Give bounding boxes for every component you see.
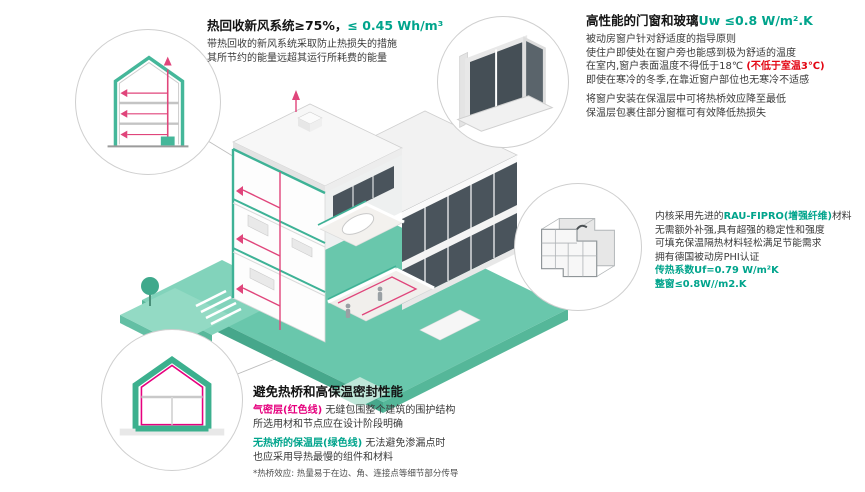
tree-canopy: [141, 277, 159, 295]
ventilation-ducts: [242, 172, 281, 330]
insulation-layer-green: [132, 355, 212, 429]
foundation: [119, 428, 225, 436]
envelope-line-1: 气密层(红色线) 无缝包围整个建筑的围护结构: [253, 404, 458, 418]
profile-uw-value: 整窗≤0.8W//m2.K: [655, 278, 747, 290]
callout-circle-window: [437, 16, 569, 148]
tower-window-mullions: [352, 176, 374, 208]
callout-circle-ventilation: [75, 29, 221, 175]
thermal-bridge-footnote: *热桥效应: 热量易于在边、角、连接点等细节部分传导: [253, 469, 459, 479]
airtight-layer-magenta: [140, 364, 204, 426]
glazing-return: [523, 36, 546, 108]
bathroom-cut-walls: [317, 202, 405, 230]
envelope-line-3-text: 无法避免渗漏点时: [362, 438, 446, 449]
envelope-line-3: 无热桥的保温层(绿色线) 无法避免渗漏点时: [253, 437, 458, 451]
window-line-2: 使住户即使处在窗户旁也能感到极为舒适的温度: [586, 47, 796, 59]
tower-window-band: [333, 166, 394, 218]
profile-chambers: [541, 229, 597, 277]
glazed-facade: [402, 155, 517, 304]
facade-base-band: [402, 247, 517, 310]
bathtub: [341, 213, 375, 235]
ventilation-line-1: 带热回收的新风系统采取防止热损失的措施: [207, 39, 397, 50]
tower-roof-fascia-right: [325, 148, 402, 193]
facade-mullions: [424, 167, 495, 292]
section-duct-branches: [127, 92, 168, 136]
frame-profile-drawing: [540, 217, 615, 278]
roof-vent-side: [298, 118, 310, 132]
window-line-3: 在室内,窗户表面温度不得低于18℃ (不低于室温3℃): [586, 60, 825, 74]
ventilation-line-2: 其所节约的能量远超其运行所耗费的能量: [207, 52, 387, 64]
floor-slab-insulation: [232, 198, 326, 293]
profile-line-1a: 内核采用先进的: [655, 211, 724, 222]
window-text-block: 高性能的门窗和玻璃Uw ≤0.8 W/m².K 被动房窗户针对舒适度的指导原则 …: [586, 13, 825, 120]
envelope-title: 避免热桥和高保温密封性能: [253, 384, 404, 399]
heat-recovery-unit: [160, 136, 175, 146]
window-title-value: Uw ≤0.8 W/m².K: [698, 13, 813, 28]
facade-floor-band: [402, 205, 517, 270]
window-line-6: 保温层包裹住部分窗框可有效降低热损失: [586, 107, 766, 119]
house-illustration: [231, 90, 518, 343]
platform-edge-right: [383, 309, 568, 413]
facade-parapet-band: [402, 155, 517, 219]
floor-slab-lines: [232, 202, 326, 297]
ventilation-title-value: ≤ 0.45 Wh/m³: [347, 18, 444, 33]
groundfloor-duct-loop: [337, 276, 418, 316]
ventilation-title: 热回收新风系统≥75%，≤ 0.45 Wh/m³: [207, 18, 443, 34]
insulation-cut-edges: [231, 147, 326, 298]
platform-edge-left: [193, 309, 383, 413]
window-title-main: 高性能的门窗和玻璃: [586, 13, 699, 28]
window-line-5: 将窗户安装在保温层中可将热桥效应降至最低: [586, 94, 786, 105]
terrace-lower: [120, 288, 232, 344]
section-airflow-arrows: [120, 56, 172, 139]
profile-text-block: 内核采用先进的RAU-FIPRO(增强纤维)材料 无需额外补强,具有超强的稳定性…: [655, 210, 852, 291]
insulation-layer-label: 无热桥的保温层(绿色线): [253, 438, 363, 449]
garden-stairs: [195, 289, 242, 326]
window-corner-drawing: [456, 35, 554, 132]
profile-uf-value: 传热系数Uf=0.79 W/m²K: [655, 265, 779, 276]
profile-line-4: 拥有德国被动房PHI认证: [655, 251, 760, 263]
window-line-3-warning: (不低于室温3℃): [746, 61, 825, 72]
envelope-line-1-text: 无缝包围整个建筑的围护结构: [322, 405, 456, 416]
duct-arrows: [236, 186, 243, 294]
profile-gasket: [576, 224, 588, 230]
garden-path: [330, 377, 390, 407]
profile-line-1: 内核采用先进的RAU-FIPRO(增强纤维)材料: [655, 210, 852, 224]
human-figures: [345, 286, 383, 318]
groundfloor-insulation-edge: [327, 265, 397, 300]
groundfloor-cut-walls: [327, 267, 435, 304]
window-line-4: 即使在寒冷的冬季,在靠近窗户部位也无寒冷不适感: [586, 74, 810, 86]
bathroom-insulation-edge: [317, 200, 367, 226]
profile-line-2: 无需额外补强,具有超强的稳定性和强度: [655, 224, 825, 236]
tower-roof-fascia-left: [233, 142, 325, 193]
ventilation-text-block: 热回收新风系统≥75%，≤ 0.45 Wh/m³ 带热回收的新风系统采取防止热损…: [207, 18, 443, 65]
envelope-section-drawing: [119, 355, 225, 436]
window-line-3-text: 在室内,窗户表面温度不得低于18℃: [586, 61, 747, 72]
roof-vent-side2: [310, 118, 322, 132]
furniture-hints: [247, 214, 313, 291]
callout-circle-envelope: [101, 329, 243, 471]
profile-line-1c: 材料: [831, 211, 852, 222]
window-line-1: 被动房窗户针对舒适度的指导原则: [586, 34, 736, 45]
callout-circle-profile: [514, 183, 642, 311]
profile-line-3: 可填充保温隔热材料轻松满足节能需求: [655, 238, 822, 249]
envelope-text-block: 避免热桥和高保温密封性能 气密层(红色线) 无缝包围整个建筑的围护结构 所选用材…: [253, 384, 458, 482]
front-terrace: [419, 309, 481, 341]
window-sill: [456, 95, 554, 132]
envelope-line-2: 所选用材和节点应在设计阶段明确: [253, 418, 403, 430]
ventilation-title-main: 热回收新风系统≥75%，: [207, 18, 348, 33]
window-title: 高性能的门窗和玻璃Uw ≤0.8 W/m².K: [586, 13, 825, 29]
profile-material-name: RAU-FIPRO(增强纤维): [723, 211, 832, 222]
airtight-layer-label: 气密层(红色线): [253, 405, 323, 416]
exhaust-arrow: [292, 90, 300, 100]
envelope-line-4: 也应采用导热最慢的组件和材料: [253, 451, 393, 463]
frame-profile-group: [540, 217, 615, 278]
ventilation-section-drawing: [107, 55, 189, 148]
